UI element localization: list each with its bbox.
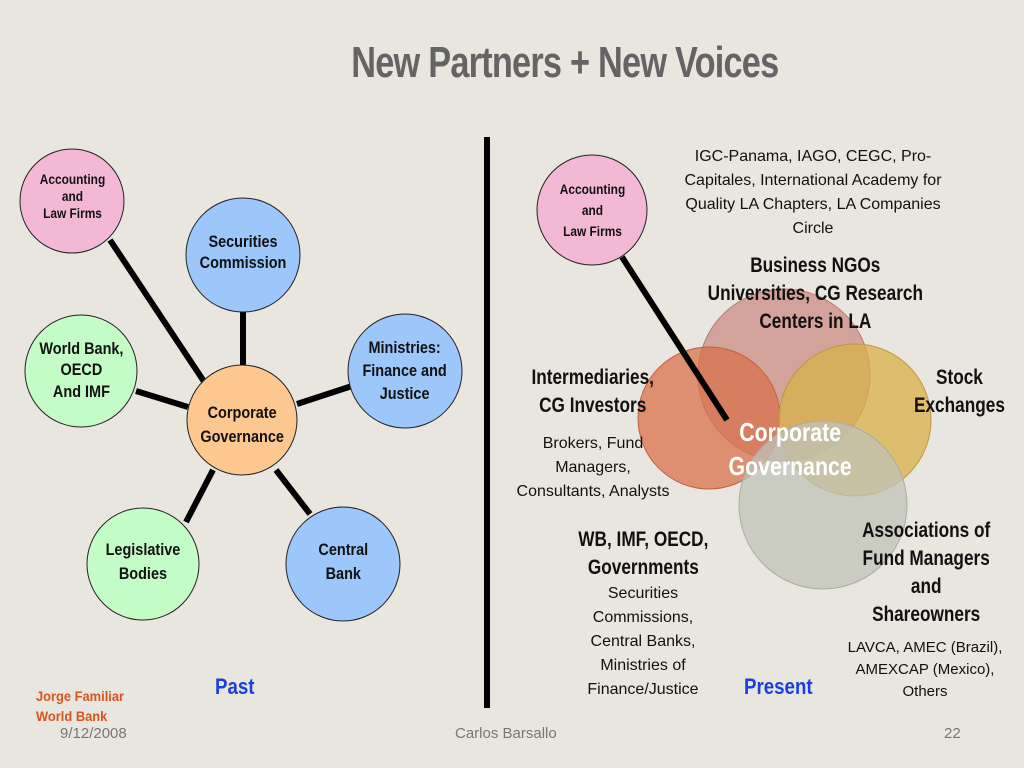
past-accounting-label: Accounting and Law Firms (39, 171, 105, 222)
author-name: Jorge Familiar (36, 688, 125, 704)
footer-presenter: Carlos Barsallo (455, 725, 557, 742)
past-central-label: Central Bank (318, 540, 368, 583)
past-securities-label: Securities Commission (199, 232, 287, 272)
author-block: Jorge Familiar World Bank (36, 686, 132, 726)
past-spokes (107, 238, 353, 524)
slide-title: New Partners + New Voices (351, 38, 779, 87)
stock-exchanges-heading: Stock Exchanges (913, 366, 1005, 417)
past-accounting-circle (19, 148, 125, 254)
lavca-list: LAVCA, AMEC (Brazil), AMEXCAP (Mexico), … (847, 639, 1003, 700)
footer-date: 9/12/2008 (60, 725, 127, 742)
spoke-central (273, 468, 313, 516)
past-center-label: Corporate Governance (200, 403, 284, 446)
securities-list: Securities Commissions, Central Banks, M… (587, 585, 699, 698)
spoke-ministries (296, 383, 353, 407)
past-worldbank-circle (24, 314, 138, 428)
past-label: Past (215, 674, 255, 699)
brokers-list: Brokers, Fund Managers, Consultants, Ana… (516, 435, 670, 500)
footer-page-number: 22 (944, 725, 961, 742)
past-ministries-label: Ministries: Finance and Justice (362, 338, 448, 403)
spoke-accounting (107, 238, 208, 385)
spoke-legislative (183, 468, 216, 524)
past-legislative-label: Legislative Bodies (105, 540, 181, 583)
past-legislative-circle (86, 507, 200, 621)
present-accounting-connector (619, 255, 730, 422)
present-label: Present (744, 674, 813, 699)
past-ministries-circle (347, 313, 463, 429)
past-securities-circle (185, 197, 301, 313)
present-center-label: Corporate Governance (728, 417, 852, 481)
past-worldbank-label: World Bank, OECD And IMF (38, 339, 124, 401)
past-central-circle (285, 506, 401, 622)
present-accounting-circle (536, 154, 648, 266)
igc-list: IGC-Panama, IAGO, CEGC, Pro- Capitales, … (684, 148, 942, 237)
business-ngos-heading: Business NGOs Universities, CG Research … (707, 254, 923, 333)
author-org: World Bank (36, 708, 108, 724)
venn-diagram (637, 288, 932, 590)
venn-bottom-circle (738, 420, 908, 590)
past-center-circle (186, 364, 298, 476)
present-accounting-label: Accounting and Law Firms (559, 181, 625, 239)
intermediaries-heading: Intermediaries, CG Investors (531, 366, 655, 417)
associations-heading: Associations of Fund Managers and Shareo… (861, 519, 991, 626)
wb-imf-heading: WB, IMF, OECD, Governments (577, 528, 709, 579)
spoke-worldbank (135, 388, 189, 410)
